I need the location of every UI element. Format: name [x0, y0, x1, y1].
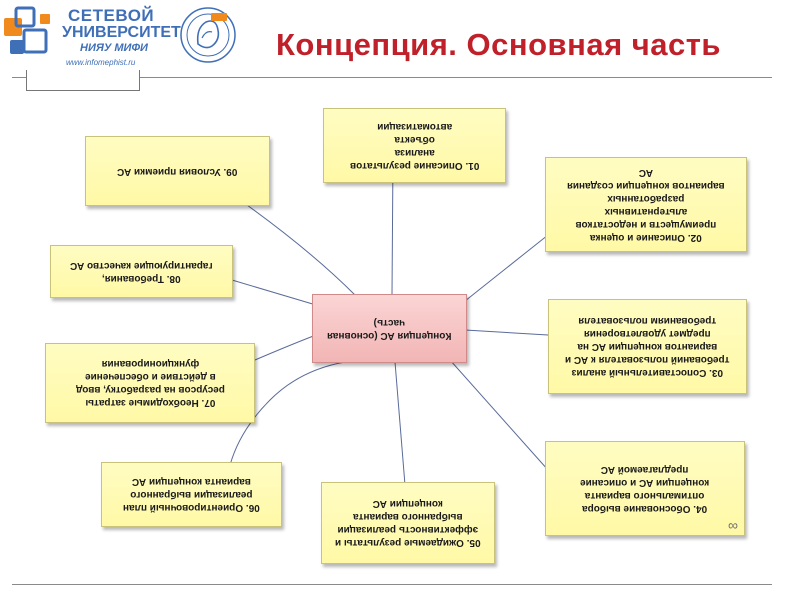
node-07-text: 07. Необходимые затраты ресурсов на разр… [75, 358, 225, 408]
connector-02 [459, 234, 549, 306]
center-node-text: Концепция АС (основная часть) [327, 316, 452, 341]
logo-line3: НИЯУ МИФИ [80, 42, 148, 54]
university-logo: СЕТЕВОЙ УНИВЕРСИТЕТ НИЯУ МИФИ www.infome… [0, 0, 181, 72]
connector-04 [449, 359, 549, 471]
connector-08 [231, 279, 317, 306]
node-08: 08. Требования, гарантирующие качество А… [50, 245, 233, 298]
connector-03 [464, 329, 549, 336]
node-01-text: 01. Описание результатов анализа объекта… [349, 120, 480, 171]
node-08-text: 08. Требования, гарантирующие качество А… [70, 259, 213, 284]
node-02-text: 02. Описание и оценка преимуществ и недо… [567, 166, 725, 243]
connector-07 [254, 334, 317, 361]
logo-line2: УНИВЕРСИТЕТ [62, 24, 181, 41]
logo-squares-icon [4, 6, 50, 54]
node-09: 09. Условия приемки АС [85, 136, 270, 206]
node-07: 07. Необходимые затраты ресурсов на разр… [45, 343, 255, 423]
header-tab [26, 70, 140, 91]
top-divider [12, 77, 772, 78]
connector-06 [229, 361, 346, 466]
node-05-text: 05. Ожидаемые результаты и эффективность… [335, 498, 481, 548]
mephi-emblem-icon [180, 7, 236, 63]
node-05: 05. Ожидаемые результаты и эффективность… [321, 482, 495, 564]
node-06-text: 06. Ориентировочный план реализации выбр… [123, 476, 260, 513]
node-03: 03. Сопоставительный анализ требований п… [548, 299, 747, 394]
logo-line1: СЕТЕВОЙ [68, 6, 155, 25]
node-09-text: 09. Условия приемки АС [117, 165, 238, 177]
node-02: 02. Описание и оценка преимуществ и недо… [545, 157, 747, 252]
connector-09 [239, 199, 356, 296]
infinity-icon: ∞ [728, 517, 738, 533]
node-06: 06. Ориентировочный план реализации выбр… [101, 462, 282, 527]
center-node: Концепция АС (основная часть) [312, 294, 467, 363]
node-03-text: 03. Сопоставительный анализ требований п… [565, 315, 730, 378]
node-04: 04. Обоснование выбора оптимального вари… [545, 441, 745, 536]
node-04-text: 04. Обоснование выбора оптимального вари… [580, 463, 710, 514]
node-01: 01. Описание результатов анализа объекта… [323, 108, 506, 183]
connector-05 [394, 361, 406, 486]
logo-url: www.infomephist.ru [66, 58, 136, 67]
slide-title: Концепция. Основная часть [276, 27, 721, 62]
bottom-divider [12, 584, 772, 585]
